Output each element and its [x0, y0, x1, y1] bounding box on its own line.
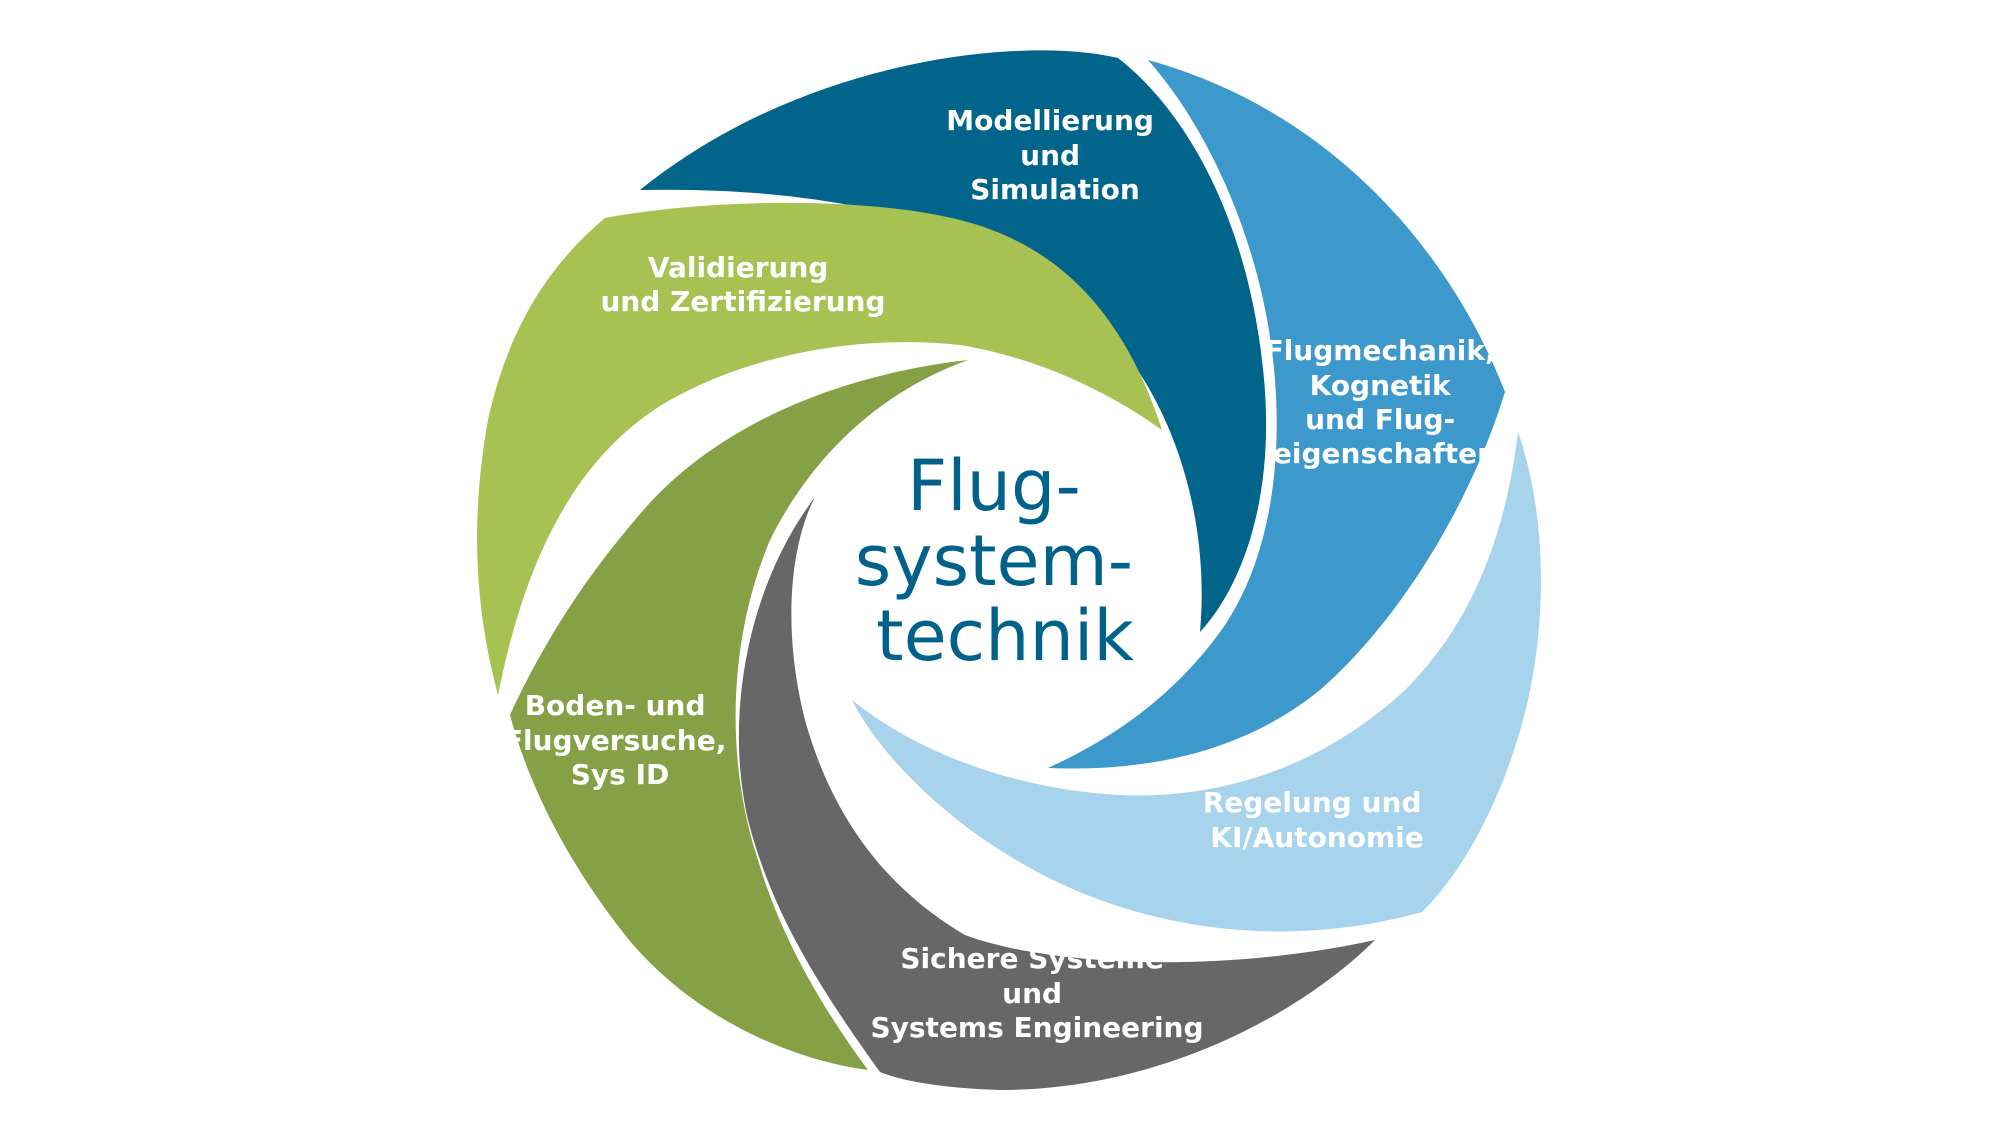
segment-flugmechanik-line-2: Kognetik — [1310, 369, 1452, 402]
segment-validierung: Validierung und Zertifizierung — [477, 202, 1163, 695]
segment-flugmechanik-line-1: Flugmechanik, — [1265, 334, 1496, 367]
segment-boden-flugversuche-line-2: Flugversuche, — [504, 724, 727, 757]
center-title-line-1: Flug- — [907, 445, 1081, 527]
segment-flugmechanik-line-4: eigenschaften — [1273, 437, 1497, 470]
segment-sichere-systeme-line-2: und — [1002, 977, 1062, 1010]
segment-modellierung: Modellierung und Simulation — [640, 50, 1267, 632]
segment-validierung-shape — [477, 202, 1163, 695]
segment-sichere-systeme-line-1: Sichere Systeme — [900, 942, 1163, 975]
segment-modellierung-shape — [640, 50, 1267, 632]
center-title: Flug- system- technik — [855, 445, 1156, 677]
segment-validierung-line-1: Validierung — [648, 251, 829, 284]
segment-flugmechanik-shape — [1048, 60, 1505, 769]
segment-sichere-systeme-label: Sichere Systeme und Systems Engineering — [870, 942, 1203, 1044]
segment-regelung-shape — [852, 432, 1541, 932]
segment-flugmechanik-label: Flugmechanik, Kognetik und Flug- eigensc… — [1265, 334, 1506, 470]
segment-flugmechanik: Flugmechanik, Kognetik und Flug- eigensc… — [1048, 60, 1505, 769]
segment-boden-flugversuche: Boden- und Flugversuche, Sys ID — [504, 360, 968, 1070]
segment-regelung-line-2: KI/Autonomie — [1210, 821, 1424, 854]
segment-regelung: Regelung und KI/Autonomie — [852, 432, 1541, 932]
segment-boden-flugversuche-label: Boden- und Flugversuche, Sys ID — [504, 689, 736, 791]
segment-boden-flugversuche-shape — [510, 360, 968, 1070]
segment-modellierung-line-3: Simulation — [970, 173, 1140, 206]
segment-validierung-label: Validierung und Zertifizierung — [600, 251, 885, 318]
segment-regelung-label: Regelung und KI/Autonomie — [1203, 786, 1432, 854]
center-title-line-3: technik — [876, 595, 1134, 677]
segment-flugmechanik-line-3: und Flug- — [1305, 403, 1455, 436]
segment-sichere-systeme: Sichere Systeme und Systems Engineering — [738, 497, 1375, 1090]
segment-validierung-line-2: und Zertifizierung — [600, 285, 885, 318]
segment-modellierung-line-2: und — [1020, 139, 1080, 172]
segment-modellierung-label: Modellierung und Simulation — [946, 104, 1163, 206]
segment-sichere-systeme-line-3: Systems Engineering — [870, 1011, 1203, 1044]
segment-boden-flugversuche-line-3: Sys ID — [571, 758, 670, 791]
segment-modellierung-line-1: Modellierung — [946, 104, 1154, 137]
segment-sichere-systeme-shape — [738, 497, 1375, 1090]
segment-boden-flugversuche-line-1: Boden- und — [525, 689, 706, 722]
center-title-line-2: system- — [855, 520, 1133, 602]
segment-regelung-line-1: Regelung und — [1203, 786, 1422, 819]
